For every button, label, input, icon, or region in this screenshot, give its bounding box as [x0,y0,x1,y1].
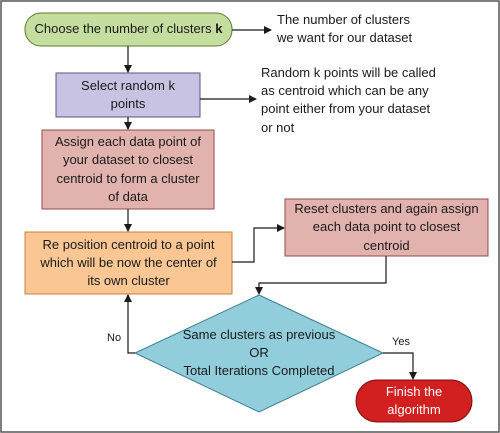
yes-label: Yes [392,336,410,348]
select-random-shape [55,72,201,118]
reposition-shape [24,231,233,295]
decision-shape [133,294,385,413]
arrow-reset-to-decision [255,256,387,295]
random-note: Random k points will be called as centro… [261,65,436,135]
assign-shape [41,129,215,210]
finish-step: Finish the algorithm [385,383,443,417]
reset-step: Reset clusters and again assign each dat… [294,201,479,253]
decision-step: Same clusters as previous OR Total Itera… [182,326,336,379]
assign-step: Assign each data point of your dataset t… [55,134,201,204]
choose-k-text: Choose the number of clusters [34,21,216,37]
select-random-step: Select random k points [81,77,175,111]
no-label: No [107,332,122,344]
arrow-reposition-to-reset [232,224,285,263]
reset-shape [284,198,489,257]
arrow-decision-no-loop [124,294,135,354]
reposition-step: Re position centroid to a point which wi… [40,236,217,289]
choose-k-bold: k [215,21,223,37]
finish-shape [355,379,473,423]
clusters-note: The number of clusters we want for our d… [277,12,413,46]
arrow-decision-yes [383,352,417,380]
choose-k-step: Choose the number of clusters k [25,13,232,46]
